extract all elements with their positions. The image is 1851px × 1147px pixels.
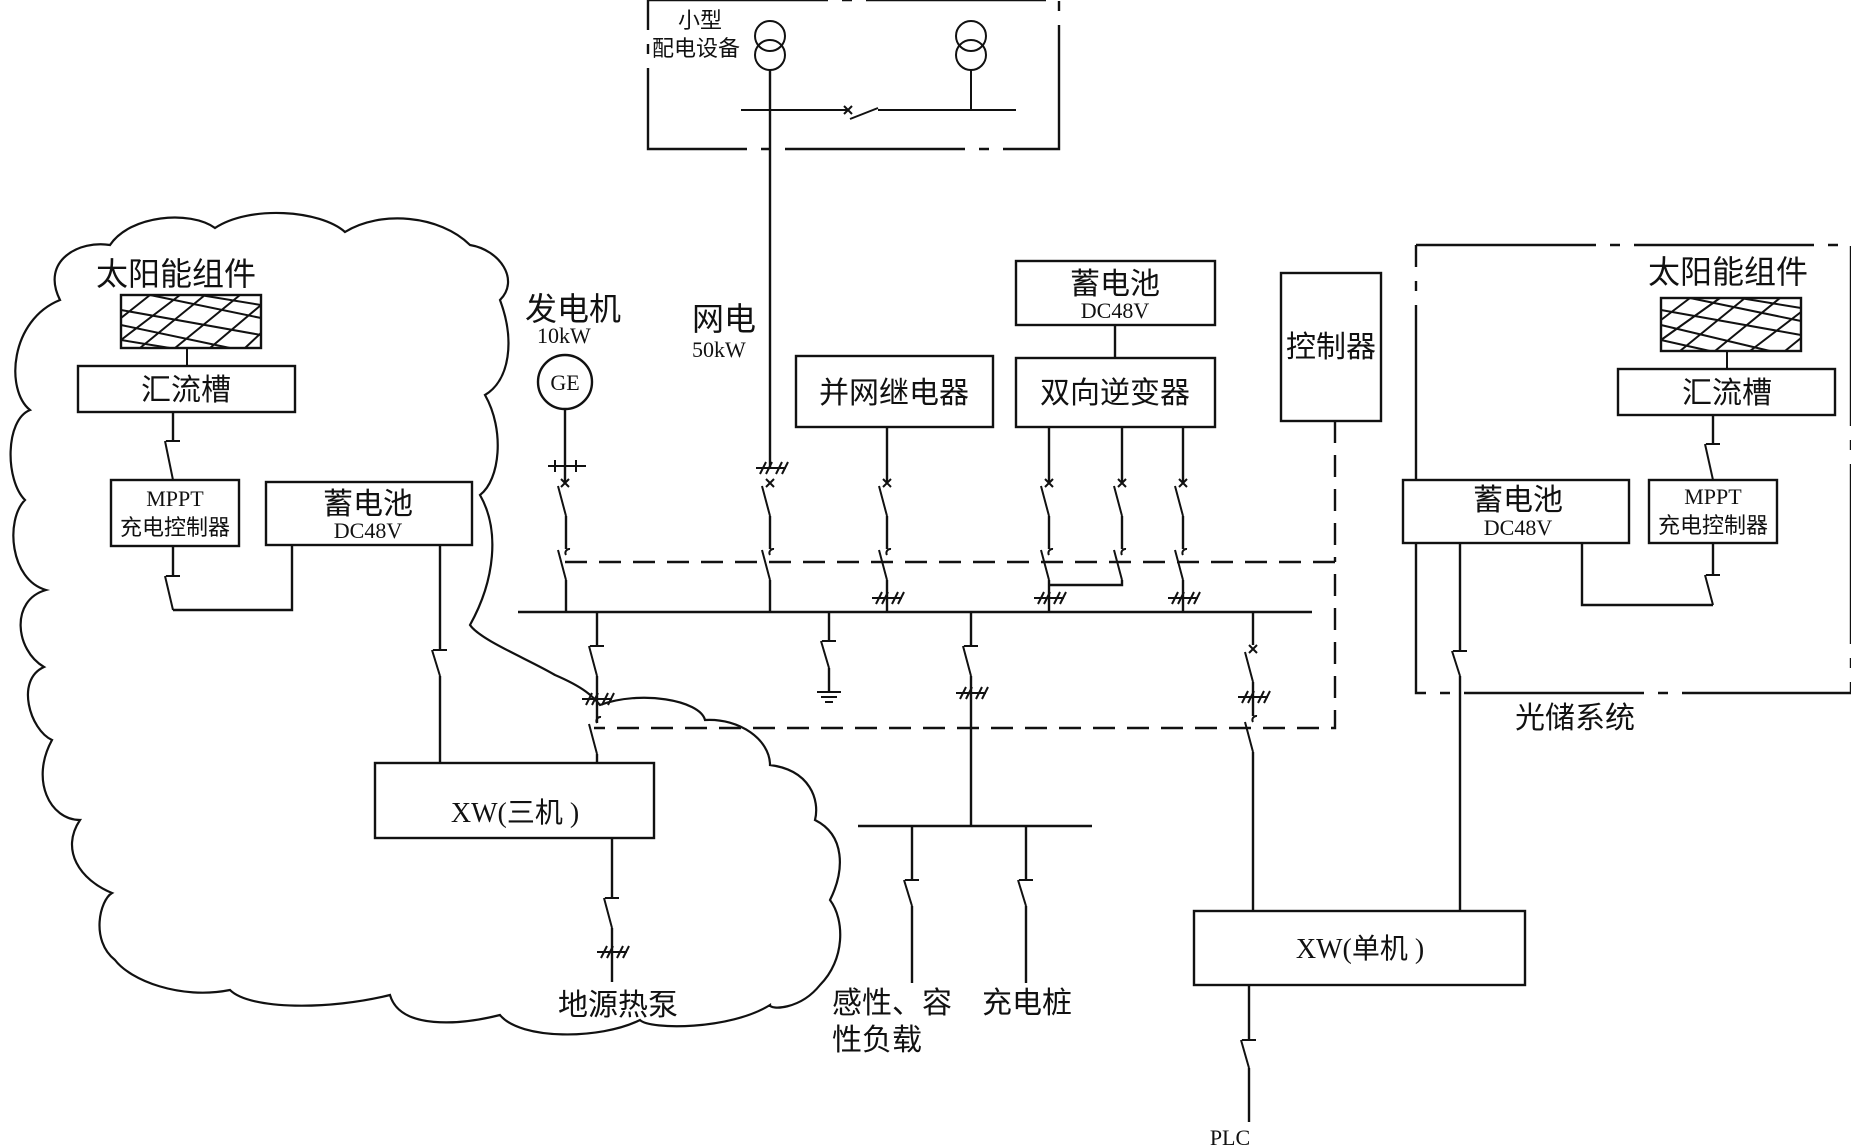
- left-battery-voltage: DC48V: [334, 518, 403, 543]
- grid-tie-relay: 并网继电器: [794, 354, 995, 612]
- load-feeder: [858, 612, 1092, 983]
- left-cloud-boundary: [9, 211, 842, 1036]
- xw-single-inverter-box: [1192, 909, 1527, 987]
- plc-label: PLC: [1210, 1125, 1250, 1147]
- center-battery-voltage: DC48V: [1081, 298, 1150, 323]
- left-solar-label: 太阳能组件: [96, 255, 256, 293]
- grid-relay-label: 并网继电器: [819, 376, 969, 411]
- left-mppt-label-1: MPPT: [146, 486, 204, 511]
- pv-storage-frame-label: 光储系统: [1515, 701, 1635, 736]
- center-battery-box: [1014, 259, 1217, 327]
- grid-label: 网电: [692, 300, 756, 338]
- transformer-icon: [754, 20, 786, 52]
- distribution-frame: [646, 0, 1061, 151]
- right-battery-voltage: DC48V: [1484, 515, 1553, 540]
- right-mppt-label-1: MPPT: [1684, 484, 1742, 509]
- grid-feed: 网电 50kW: [692, 300, 789, 612]
- grid-rating: 50kW: [692, 337, 746, 362]
- left-pv-system: 太阳能组件 汇流槽 MPPT 充电控制器 蓄电池 DC48V: [76, 255, 474, 763]
- center-battery-title: 蓄电池: [1070, 267, 1160, 302]
- generator-contactor-icon: [557, 549, 567, 581]
- right-battery-box: [1401, 478, 1631, 545]
- generator-breaker-icon: [557, 485, 567, 517]
- right-combiner-box: [1616, 367, 1837, 417]
- left-battery-title: 蓄电池: [323, 487, 413, 522]
- transformer-icon: [754, 39, 786, 71]
- bidirectional-inverter-box: [1014, 356, 1217, 429]
- controller-label: 控制器: [1286, 330, 1376, 365]
- left-mppt-label-2: 充电控制器: [120, 516, 230, 541]
- charger-label: 充电桩: [982, 986, 1072, 1021]
- heat-pump-feeder: [597, 838, 630, 982]
- generator-label: 发电机: [525, 290, 621, 328]
- grid-relay-box: [794, 354, 995, 429]
- tie-breaker-icon: [849, 107, 879, 120]
- xw-single-feeder: [1238, 612, 1271, 911]
- left-battery-box: [264, 480, 474, 547]
- distribution-equipment: 小型 配电设备: [646, 0, 1061, 151]
- heat-pump-label: 地源热泵: [558, 988, 678, 1023]
- reactive-load-label-2: 性负载: [832, 1023, 922, 1058]
- central-storage: 蓄电池 DC48V 双向逆变器: [1014, 259, 1217, 612]
- generator-symbol: GE: [550, 370, 579, 395]
- left-combiner-box: [76, 364, 297, 414]
- right-solar-label: 太阳能组件: [1648, 253, 1808, 291]
- xw-three-inverter-box: [373, 761, 656, 840]
- left-combiner-label: 汇流槽: [141, 373, 231, 408]
- grounding: [817, 612, 841, 703]
- transformer-icon: [955, 20, 987, 52]
- right-combiner-label: 汇流槽: [1682, 376, 1772, 411]
- distribution-label-1: 小型: [678, 9, 722, 34]
- xw-three-label: XW(三机 ): [451, 797, 579, 829]
- plc-feeder: [1240, 985, 1256, 1122]
- transformer-icon: [955, 39, 987, 71]
- reactive-load-label-1: 感性、容: [832, 986, 952, 1021]
- control-signal-loop: [565, 560, 1337, 730]
- right-mppt-box: [1647, 478, 1779, 545]
- bidirectional-inverter-label: 双向逆变器: [1040, 376, 1190, 411]
- right-battery-title: 蓄电池: [1473, 483, 1563, 518]
- grid-contactor-icon: [761, 549, 771, 581]
- ground-icon: [817, 691, 841, 703]
- xw-single-label: XW(单机 ): [1296, 933, 1424, 965]
- controller-box: [1279, 271, 1383, 423]
- right-pv-system: 太阳能组件 汇流槽 MPPT 充电控制器 蓄电池 DC48V: [1401, 253, 1837, 911]
- generator-rating: 10kW: [537, 323, 591, 348]
- xw-three-feeder: [582, 612, 615, 763]
- right-mppt-label-2: 充电控制器: [1658, 514, 1768, 539]
- grid-breaker-icon: [761, 485, 771, 517]
- generator: 发电机 10kW GE: [525, 290, 621, 612]
- left-mppt-box: [109, 478, 241, 548]
- distribution-label-2: 配电设备: [652, 37, 740, 62]
